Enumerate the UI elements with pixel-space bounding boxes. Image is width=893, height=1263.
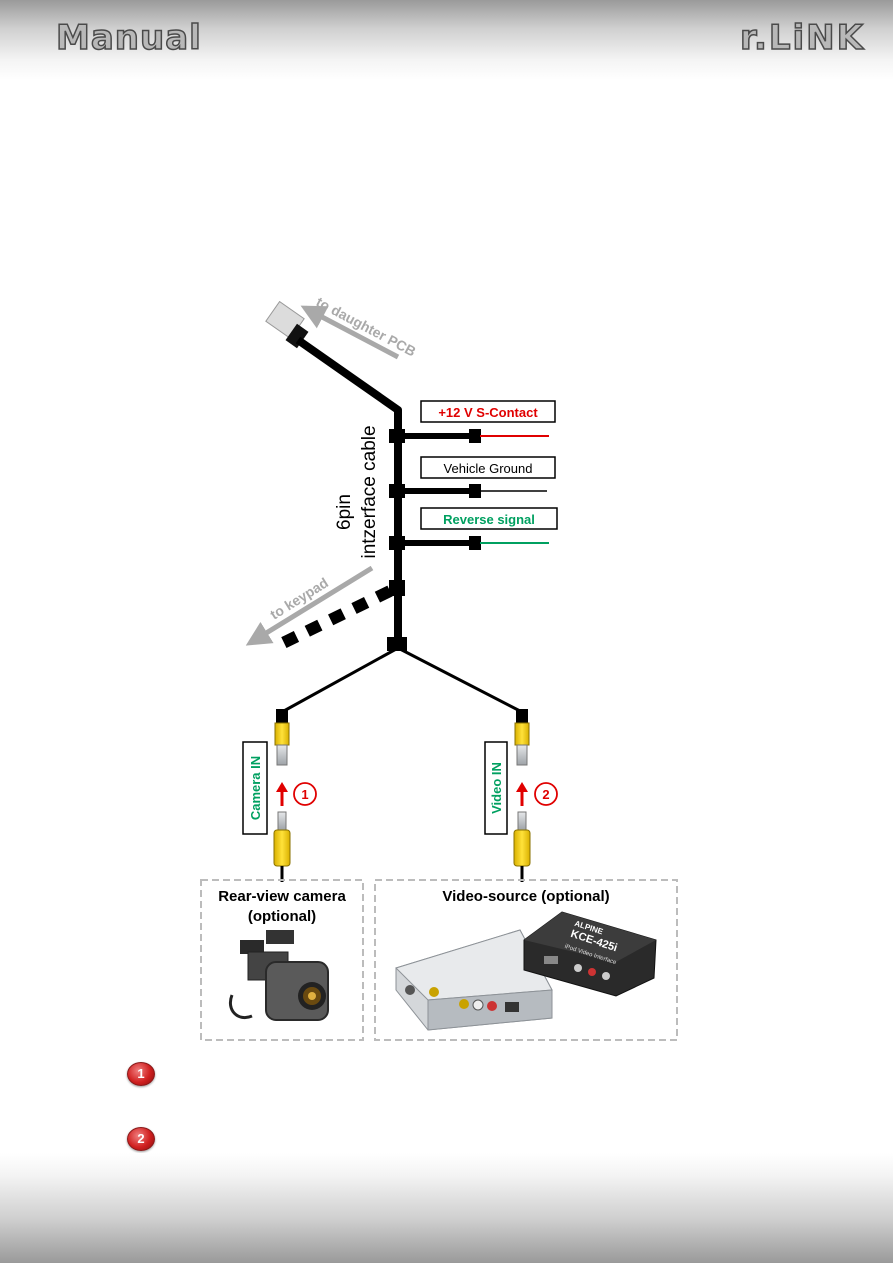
video-in-label: Video IN: [489, 762, 504, 814]
daughter-pcb-arrow: [300, 305, 400, 360]
video-source-title: Video-source (optional): [442, 888, 609, 905]
keypad-cable: [280, 585, 393, 649]
split-cable-right: [397, 646, 523, 714]
daughter-pcb-connector: [265, 300, 309, 349]
legend-marker-1: 1: [127, 1062, 155, 1086]
cable-title-line2: intzerface cable: [359, 425, 380, 558]
wire-reverse: Reverse signal: [389, 507, 558, 550]
camera-picture: [229, 930, 329, 1021]
legend-marker-2: 2: [127, 1127, 155, 1151]
page-header: [0, 0, 893, 80]
camera-rca-plug: [273, 811, 291, 882]
split-junction: [387, 637, 407, 651]
page-footer: [0, 1153, 893, 1263]
rlink-logo: r.LiNK: [739, 17, 865, 59]
to-daughter-pcb-label: to daughter PCB: [314, 294, 419, 360]
wire-reverse-label: Reverse signal: [443, 512, 535, 527]
split-cable-left: [281, 646, 399, 714]
step2-circle: [534, 782, 558, 806]
main-cable: [295, 336, 402, 648]
cable-title-line1: 6pin: [334, 494, 355, 530]
wire-ground-label: Vehicle Ground: [444, 461, 533, 476]
step2-arrowhead: [516, 782, 528, 792]
camera-rca-socket: [274, 709, 290, 766]
rear-camera-box: [200, 879, 364, 1041]
step1-number: 1: [301, 787, 308, 802]
wire-12v-label: +12 V S-Contact: [438, 405, 538, 420]
step1-arrowhead: [276, 782, 288, 792]
camera-in-label: Camera IN: [248, 756, 263, 820]
video-rca-plug: [513, 811, 531, 882]
wire-12v: +12 V S-Contact: [389, 400, 556, 443]
video-interface-picture: KCE-425i ALPINE iPod Video Interface: [395, 911, 657, 1031]
rear-camera-title: Rear-view camera: [218, 888, 346, 905]
camera-in-box: [242, 741, 268, 835]
keypad-arrow: [245, 565, 374, 646]
manual-logo: Manual: [55, 17, 202, 59]
step2-number: 2: [542, 787, 549, 802]
wire-ground: Vehicle Ground: [389, 456, 556, 498]
video-rca-socket: [514, 709, 530, 766]
rear-camera-subtitle: (optional): [248, 908, 316, 925]
step1-circle: [293, 782, 317, 806]
video-in-box: [484, 741, 508, 835]
keypad-junction: [389, 580, 405, 596]
